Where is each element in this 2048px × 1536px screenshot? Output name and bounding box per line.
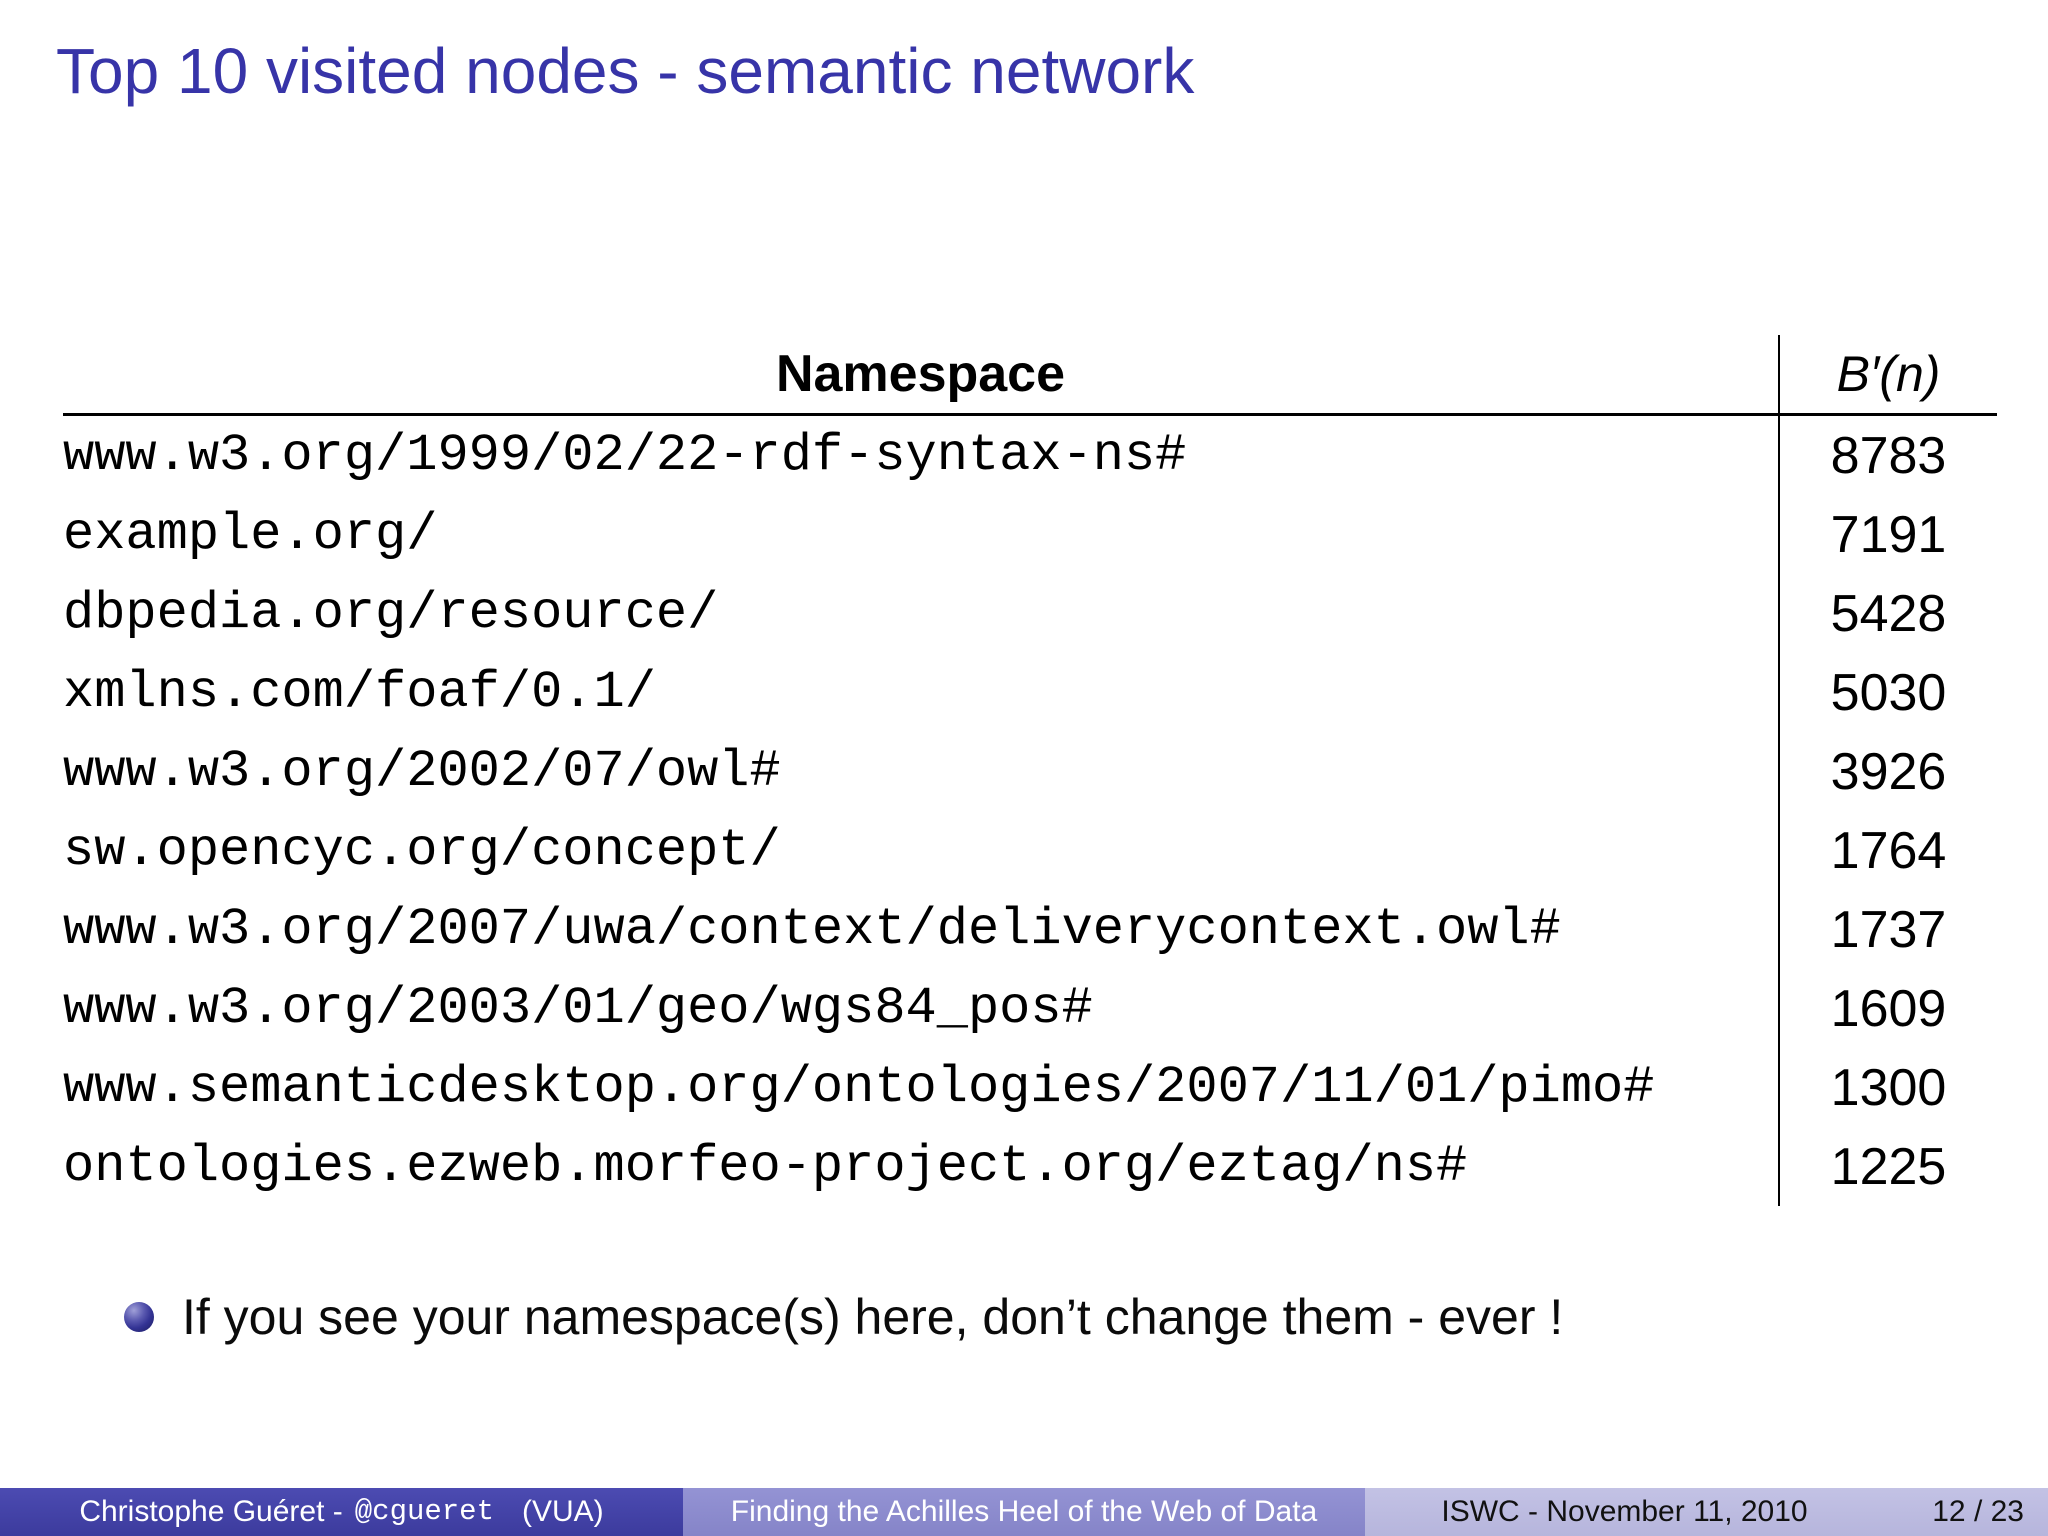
table-row: example.org/ 7191 (63, 495, 1997, 574)
namespace-cell: xmlns.com/foaf/0.1/ (63, 662, 656, 722)
table-row: www.semanticdesktop.org/ontologies/2007/… (63, 1048, 1997, 1127)
namespace-cell: sw.opencyc.org/concept/ (63, 820, 781, 880)
footer-bar: Christophe Guéret - @cgueret (VUA) Findi… (0, 1488, 2048, 1536)
footer-date-section: ISWC - November 11, 2010 12 / 23 (1365, 1488, 2048, 1536)
namespace-cell: ontologies.ezweb.morfeo-project.org/ezta… (63, 1136, 1468, 1196)
footer-talk-title: Finding the Achilles Heel of the Web of … (730, 1495, 1318, 1528)
value-cell: 7191 (1778, 495, 1997, 574)
table-row: ontologies.ezweb.morfeo-project.org/ezta… (63, 1127, 1997, 1206)
value-cell: 1609 (1778, 969, 1997, 1048)
column-header-namespace: Namespace (63, 335, 1779, 416)
table-row: xmlns.com/foaf/0.1/ 5030 (63, 653, 1997, 732)
footer-venue-date: ISWC - November 11, 2010 (1441, 1495, 1808, 1528)
table-row: www.w3.org/2003/01/geo/wgs84_pos# 1609 (63, 969, 1997, 1048)
namespace-cell: dbpedia.org/resource/ (63, 583, 719, 643)
footer-author-handle: @cgueret (354, 1495, 494, 1528)
table-row: sw.opencyc.org/concept/ 1764 (63, 811, 1997, 890)
namespace-cell: www.w3.org/2002/07/owl# (63, 741, 781, 801)
table-row: www.w3.org/1999/02/22-rdf-syntax-ns# 878… (63, 414, 1997, 495)
namespace-cell: www.w3.org/1999/02/22-rdf-syntax-ns# (63, 425, 1187, 485)
value-cell: 1764 (1778, 811, 1997, 890)
namespace-table: Namespace B′(n) www.w3.org/1999/02/22-rd… (63, 335, 1997, 1206)
value-cell: 3926 (1778, 732, 1997, 811)
value-cell: 5428 (1778, 574, 1997, 653)
footer-author-institute: (VUA) (522, 1495, 604, 1528)
value-cell: 1225 (1778, 1127, 1997, 1206)
table-row: www.w3.org/2002/07/owl# 3926 (63, 732, 1997, 811)
ball-bullet-icon (124, 1302, 154, 1332)
footer-author-name: Christophe Guéret - (79, 1495, 343, 1528)
table-row: www.w3.org/2007/uwa/context/deliverycont… (63, 890, 1997, 969)
namespace-cell: example.org/ (63, 504, 438, 564)
value-cell: 1737 (1778, 890, 1997, 969)
namespace-cell: www.w3.org/2003/01/geo/wgs84_pos# (63, 978, 1093, 1038)
value-cell: 5030 (1778, 653, 1997, 732)
value-cell: 1300 (1778, 1048, 1997, 1127)
footer-talk-title-section: Finding the Achilles Heel of the Web of … (683, 1488, 1365, 1536)
bullet-item: If you see your namespace(s) here, don’t… (124, 1288, 1563, 1346)
footer-page-indicator: 12 / 23 (1932, 1495, 2024, 1528)
value-cell: 8783 (1778, 414, 1997, 495)
column-header-metric: B′(n) (1778, 335, 1997, 416)
namespace-cell: www.semanticdesktop.org/ontologies/2007/… (63, 1057, 1655, 1117)
table-row: dbpedia.org/resource/ 5428 (63, 574, 1997, 653)
namespace-cell: www.w3.org/2007/uwa/context/deliverycont… (63, 899, 1561, 959)
slide-title: Top 10 visited nodes - semantic network (56, 35, 1195, 107)
bullet-text: If you see your namespace(s) here, don’t… (182, 1289, 1564, 1345)
footer-author-section: Christophe Guéret - @cgueret (VUA) (0, 1488, 683, 1536)
table-header-row: Namespace B′(n) (63, 335, 1997, 416)
